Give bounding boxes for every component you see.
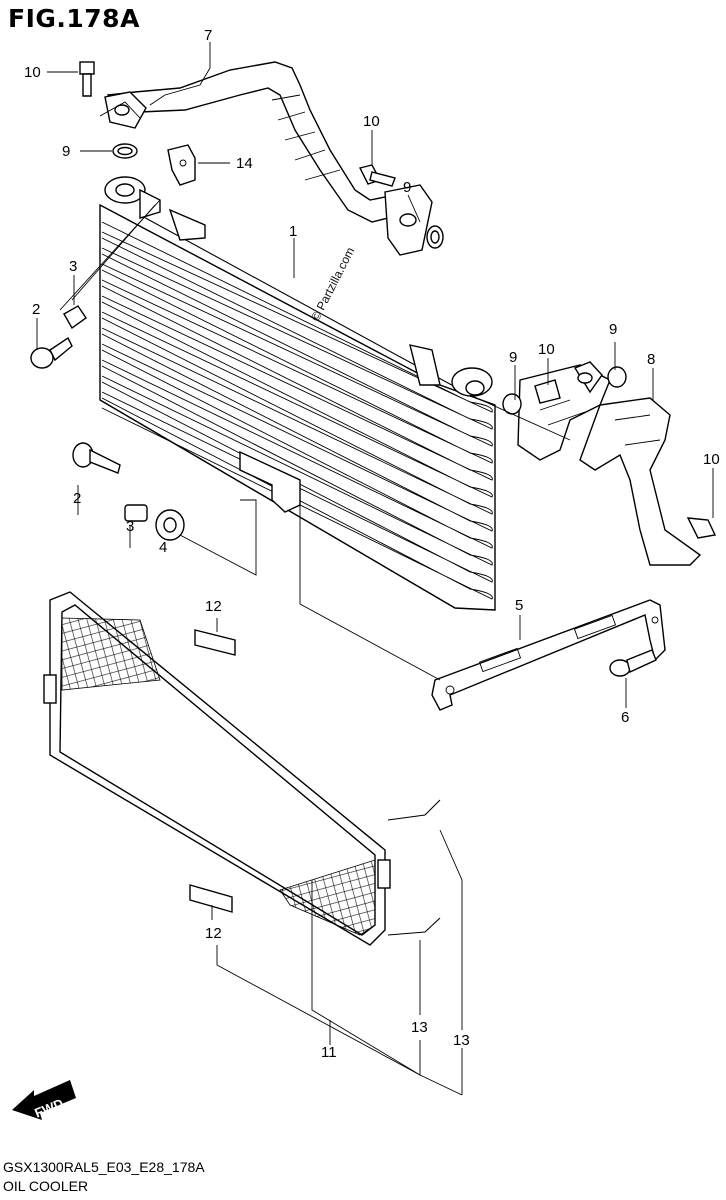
cooler-fin	[101, 221, 493, 413]
cooler-fin	[101, 269, 493, 464]
oil-hose-upper	[104, 61, 433, 256]
o-ring-9-upper	[112, 143, 138, 159]
leader-lines	[36, 42, 714, 1096]
watermark: © Partzilla.com	[308, 245, 357, 323]
cooler-fin	[101, 317, 493, 515]
bolt-10-far-right	[686, 517, 717, 539]
callout-5: 5	[515, 597, 523, 614]
callout-12-upper: 12	[205, 598, 222, 615]
collar-3-upper	[63, 305, 87, 330]
o-ring-9-right-b	[607, 366, 627, 388]
cooler-fin	[101, 301, 493, 498]
callout-10-mid: 10	[363, 113, 380, 130]
collar-3-lower	[124, 504, 148, 522]
cooler-fin	[101, 253, 493, 447]
callout-10-right: 10	[538, 341, 555, 358]
footer-section-name: OIL COOLER	[3, 1178, 89, 1194]
cooler-fin	[101, 237, 493, 430]
oil-cooler-core	[99, 176, 496, 611]
bolt-10-mid	[358, 164, 396, 187]
callout-8: 8	[647, 351, 655, 368]
cooler-fin	[101, 349, 493, 549]
callout-10-upper: 10	[24, 64, 41, 81]
bolt-2-lower	[72, 442, 121, 474]
callout-3-upper: 3	[69, 258, 77, 275]
clamp-14	[167, 144, 196, 186]
o-ring-9-mid	[426, 225, 444, 249]
callout-6: 6	[621, 709, 629, 726]
figure-title: FIG.178A	[8, 4, 140, 33]
fwd-arrow-icon: FWD	[12, 1080, 76, 1121]
bolt-2-upper	[30, 336, 73, 369]
callout-13-left: 13	[411, 1019, 428, 1036]
cooler-fin	[101, 397, 493, 600]
callout-9-right-a: 9	[509, 349, 517, 366]
callout-9-mid: 9	[403, 179, 411, 196]
bolt-6	[609, 649, 657, 677]
callout-13-right: 13	[453, 1032, 470, 1049]
footer-model-code: GSX1300RAL5_E03_E28_178A	[3, 1159, 205, 1175]
cooler-fin	[101, 381, 493, 583]
callout-9-right-b: 9	[609, 321, 617, 338]
callout-12-lower: 12	[205, 925, 222, 942]
cooler-fin	[101, 285, 493, 481]
callout-3-lower: 3	[126, 518, 134, 535]
callout-11: 11	[321, 1044, 337, 1061]
callout-9-upper: 9	[62, 143, 70, 160]
grommet-4	[155, 509, 185, 541]
callout-1: 1	[289, 223, 297, 240]
cooler-fin	[101, 365, 493, 566]
callout-4: 4	[159, 539, 167, 556]
cooler-fin	[101, 333, 493, 532]
callout-2-lower: 2	[73, 490, 81, 507]
oil-cooler-guard	[43, 591, 441, 946]
bracket	[431, 599, 666, 711]
callout-labels: 7 10 9 14 10 9 1 3 2 9 10 9 8 10 2 3 4 5…	[24, 27, 720, 1061]
bolt-10-upper	[79, 61, 95, 97]
callout-2-upper: 2	[32, 301, 40, 318]
callout-10-far-right: 10	[703, 451, 720, 468]
callout-14: 14	[236, 155, 253, 172]
callout-7: 7	[204, 27, 212, 44]
